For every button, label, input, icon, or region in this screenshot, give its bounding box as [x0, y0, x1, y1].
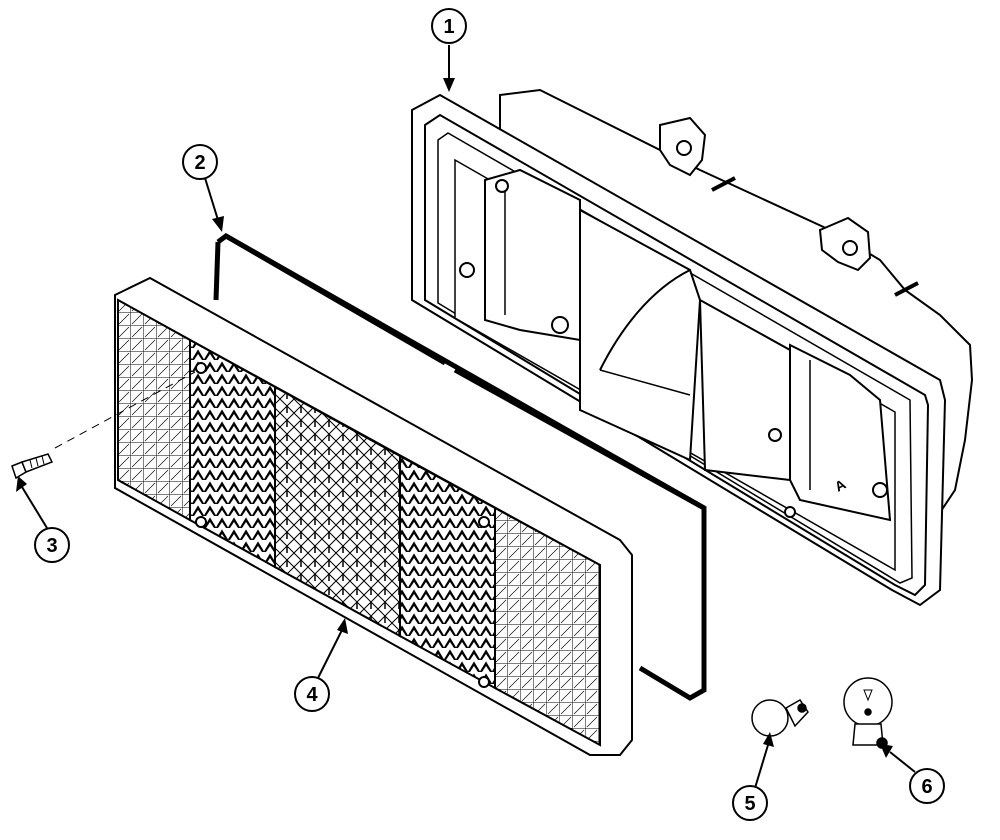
- callout-4-label: 4: [306, 684, 318, 706]
- leader-arrowheads: [16, 78, 893, 758]
- gasket: [213, 233, 707, 701]
- leader-3: [21, 486, 48, 529]
- callout-4: 4: [294, 676, 330, 712]
- leader-5: [754, 744, 769, 789]
- large-bulb: [843, 677, 893, 749]
- callout-6-label: 6: [921, 776, 932, 798]
- lens: [114, 276, 633, 756]
- callout-6: 6: [909, 768, 945, 804]
- leader-6: [889, 751, 916, 773]
- callout-5-label: 5: [744, 793, 755, 815]
- leader-2: [204, 177, 219, 221]
- callout-3: 3: [34, 527, 70, 563]
- small-bulb: [751, 699, 809, 737]
- screw: [11, 371, 196, 480]
- callout-2: 2: [182, 144, 218, 180]
- callout-2-label: 2: [194, 152, 205, 174]
- callout-3-label: 3: [46, 535, 57, 557]
- callout-1: 1: [431, 8, 467, 44]
- lamp-housing: A: [411, 88, 974, 607]
- callout-1-label: 1: [443, 16, 454, 38]
- leader-4: [317, 629, 343, 679]
- callout-5: 5: [732, 785, 768, 821]
- leader-lines: [21, 45, 916, 789]
